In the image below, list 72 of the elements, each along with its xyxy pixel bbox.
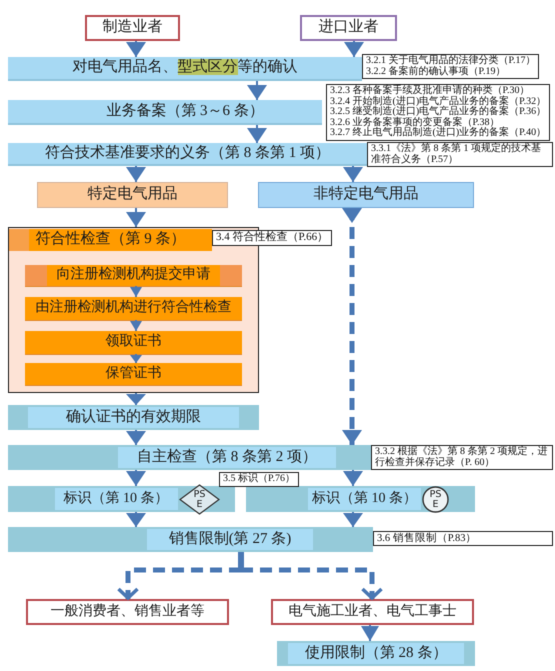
process-band <box>8 486 235 512</box>
arrow <box>130 320 142 331</box>
actor-label: 制造业者 <box>102 19 162 37</box>
process-band <box>277 641 475 666</box>
reference-text: 3.2.3 各种备案手续及批准申请的种类（P.30） <box>330 86 530 96</box>
step-box <box>25 363 242 385</box>
dashed-arrow <box>342 208 362 445</box>
step-label: 销售限制(第 27 条) <box>146 529 314 550</box>
audience-label: 电气施工业者、电气工事士 <box>288 604 456 620</box>
dashed-arrow <box>241 568 384 600</box>
process-band <box>8 57 362 81</box>
reference-text: 3.2.4 开始制造(进口)电气产品业务的备案（P.32） <box>330 96 546 106</box>
reference-text: 3.4 符合性检查（P.66） <box>216 232 328 244</box>
step-label: 领取证书 <box>106 334 162 351</box>
audience-label: 一般消费者、销售业者等 <box>50 604 204 620</box>
arrow <box>247 81 267 100</box>
arrow <box>126 166 146 182</box>
step-label: 保管证书 <box>106 366 162 382</box>
arrow <box>126 208 146 227</box>
arrow <box>343 512 363 527</box>
process-band <box>8 527 373 552</box>
arrow <box>126 470 146 486</box>
process-band <box>8 445 371 470</box>
step-label: 标识（第 10 条） <box>54 488 178 510</box>
actor-label: 进口业者 <box>318 19 378 37</box>
step-label: 业务备案（第 3～6 条） <box>106 102 264 120</box>
arrow <box>343 166 363 182</box>
step-label: 向注册检测机构提交申请 <box>56 267 210 284</box>
arrow <box>343 470 363 486</box>
step-box <box>25 331 242 354</box>
step-label: 符合技术基准要求的义务（第 8 条第 1 项） <box>45 144 330 162</box>
reference-text: 3.2.7 终止电气用品制造(进口)业务的备案（P.40） <box>330 128 546 138</box>
reference-text: 3.2.1 关于电气用品的法律分类（P.17） <box>366 56 536 66</box>
category-box <box>258 182 474 208</box>
actor-box <box>300 15 397 41</box>
step-box <box>25 265 242 286</box>
reference-text: 3.2.6 业务备案事项的变更备案（P.38） <box>330 118 500 128</box>
process-band <box>8 143 367 166</box>
process-band <box>246 486 475 512</box>
step-label: 标识（第 10 条） <box>308 488 421 510</box>
heading-label: 符合性检查（第 9 条） <box>36 231 186 249</box>
reference-text: 3.2.2 备案前的确认事项（P.19） <box>366 66 506 77</box>
actor-box <box>85 15 180 41</box>
step-label: 确认证书的有效期限 <box>28 407 239 428</box>
arrow <box>126 393 146 405</box>
reference-text: 3.6 销售限制（P.83） <box>377 533 478 544</box>
process-band <box>8 405 259 430</box>
arrow <box>126 41 146 57</box>
process-band <box>8 100 322 125</box>
step-box <box>25 297 242 320</box>
audience-box <box>26 599 229 625</box>
step-label: 自主检查（第 8 条第 2 项） <box>118 447 336 468</box>
category-label: 非特定电气用品 <box>314 186 418 204</box>
step-label: 使用限制（第 28 条） <box>288 643 464 664</box>
arrow <box>130 354 142 363</box>
category-label: 特定电气用品 <box>88 186 178 204</box>
certification-mark: PSE <box>422 486 449 513</box>
reference-text: 3.2.5 继受制造(进口)电气产品业务的备案（P.36） <box>330 107 546 117</box>
certification-mark: PSE <box>179 484 220 515</box>
arrow <box>344 41 364 57</box>
arrow <box>126 430 146 445</box>
arrow <box>130 286 142 297</box>
arrow <box>361 625 379 641</box>
arrow <box>126 512 146 527</box>
step-label: 由注册检测机构进行符合性检查 <box>36 300 232 317</box>
reference-text: 3.5 标识（P.76） <box>223 474 295 484</box>
arrow <box>247 125 267 143</box>
reference-text: 3.3.2 根据《法》第 8 条第 2 项规定，进行检查并保存记录（P. 60） <box>375 447 548 468</box>
category-box <box>37 182 228 208</box>
heading-band <box>9 229 212 251</box>
audience-box <box>271 599 474 625</box>
reference-text: 3.3.1《法》第 8 条第 1 项规定的技术基准符合义务（P.57） <box>371 144 542 165</box>
